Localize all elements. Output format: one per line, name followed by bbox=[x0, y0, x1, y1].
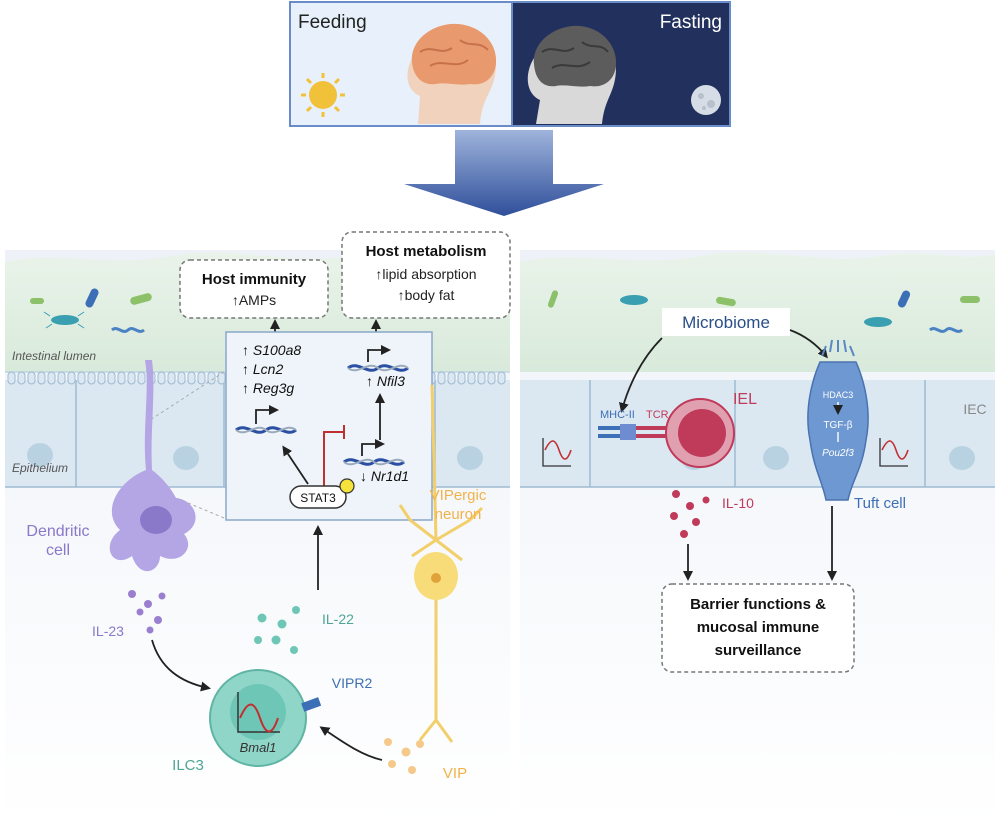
head-sleeping-icon bbox=[527, 25, 617, 124]
host-immunity-title: Host immunity bbox=[202, 271, 307, 288]
rhythm-graph-icon bbox=[879, 438, 909, 467]
mhc2-label: MHC-II bbox=[600, 409, 635, 421]
host-metabolism-item1: ↑lipid absorption bbox=[375, 266, 476, 282]
sun-icon bbox=[301, 73, 345, 117]
host-metabolism-item2: ↑body fat bbox=[398, 287, 455, 303]
hdac3-label: HDAC3 bbox=[823, 390, 854, 400]
bacteria-left bbox=[30, 288, 152, 333]
tcr-label: TCR bbox=[646, 409, 669, 421]
lumen-label: Intestinal lumen bbox=[12, 349, 96, 363]
iel-cell: IEL bbox=[665, 391, 757, 468]
ilc3-label: ILC3 bbox=[172, 757, 204, 774]
rhythm-axis-icon bbox=[237, 692, 280, 733]
ilc3-cell: Bmal1 VIPR2 ILC3 bbox=[172, 669, 373, 774]
rhythm-graph-icon bbox=[542, 438, 572, 467]
phosphate-icon bbox=[339, 478, 355, 494]
gene-nfil3: ↑ Nfil3 bbox=[366, 373, 405, 389]
iec-label: IEC bbox=[963, 401, 986, 417]
iel-label: IEL bbox=[733, 391, 757, 408]
gene-s100a8: ↑ S100a8 bbox=[242, 342, 301, 358]
head-awake-icon bbox=[407, 23, 497, 125]
stat3-protein bbox=[289, 485, 347, 509]
host-metabolism-title: Host metabolism bbox=[366, 243, 487, 260]
dendritic-cell-label-2: cell bbox=[46, 542, 70, 559]
pou2f3-label: Pou2f3 bbox=[822, 448, 854, 459]
vipr2-receptor bbox=[301, 697, 322, 712]
vip-molecules bbox=[384, 738, 424, 774]
dna-nr1d1-icon bbox=[343, 439, 405, 466]
arrow-stat3-to-dna bbox=[282, 445, 309, 485]
dna-amp-icon bbox=[235, 405, 297, 434]
il10-label: IL-10 bbox=[722, 495, 754, 511]
il23-label: IL-23 bbox=[92, 623, 124, 639]
host-metabolism-box: Host metabolism ↑lipid absorption ↑body … bbox=[341, 231, 511, 319]
arrow-vip-to-ilc3 bbox=[319, 726, 383, 761]
tuft-cell: HDAC3 TGF-β Pou2f3 Tuft cell bbox=[807, 339, 906, 512]
host-immunity-box: Host immunity ↑AMPs bbox=[179, 259, 329, 319]
vipergic-neuron: VIPergic neuron bbox=[398, 384, 487, 743]
vip-label: VIP bbox=[443, 765, 467, 782]
outcome-line-3: surveillance bbox=[715, 642, 802, 659]
microbiome-bg bbox=[662, 308, 790, 336]
tgfb-label: TGF-β bbox=[823, 420, 852, 431]
host-immunity-item: ↑AMPs bbox=[232, 292, 276, 308]
il23-molecules bbox=[128, 590, 166, 634]
bacteria-right bbox=[547, 290, 980, 333]
il22-label: IL-22 bbox=[322, 611, 354, 627]
arrow-microbiome-to-mhc bbox=[619, 337, 663, 413]
mhc-tcr-complex: MHC-II TCR bbox=[598, 409, 669, 440]
gene-reg3g: ↑ Reg3g bbox=[242, 380, 294, 396]
dendritic-cell-label-1: Dendritic bbox=[26, 523, 89, 540]
header-day-night: Feeding Fasting bbox=[289, 1, 731, 127]
outcome-box: Barrier functions & mucosal immune surve… bbox=[661, 583, 855, 673]
big-down-arrow bbox=[404, 130, 604, 216]
il10-molecules bbox=[670, 490, 710, 538]
right-panel bbox=[520, 250, 995, 825]
dendritic-cell: Dendritic cell bbox=[26, 360, 196, 572]
vipergic-label-1: VIPergic bbox=[430, 487, 487, 504]
gene-nr1d1: ↓ Nr1d1 bbox=[360, 468, 409, 484]
outcome-line-1: Barrier functions & bbox=[690, 596, 826, 613]
moon-icon bbox=[691, 85, 721, 115]
bmal1-label: Bmal1 bbox=[240, 740, 277, 755]
epithelium-label: Epithelium bbox=[12, 461, 68, 475]
feeding-label: Feeding bbox=[298, 12, 367, 33]
nucleus-zoom-box: ↑ S100a8 ↑ Lcn2 ↑ Reg3g ↑ Nfil3 ↓ Nr1d1 bbox=[149, 331, 433, 521]
vipr2-label: VIPR2 bbox=[332, 675, 373, 691]
tuft-cell-label: Tuft cell bbox=[854, 495, 906, 512]
inhibition-arrow bbox=[323, 431, 344, 490]
dna-nfil3-icon bbox=[347, 345, 409, 372]
stat3-label: STAT3 bbox=[300, 491, 336, 505]
arrow-il23-to-ilc3 bbox=[151, 639, 211, 692]
gene-lcn2: ↑ Lcn2 bbox=[242, 361, 283, 377]
microbiome-label: Microbiome bbox=[682, 313, 770, 332]
vipergic-label-2: neuron bbox=[435, 506, 482, 523]
outcome-line-2: mucosal immune bbox=[697, 619, 820, 636]
fasting-label: Fasting bbox=[660, 12, 722, 33]
il22-molecules bbox=[254, 606, 300, 654]
